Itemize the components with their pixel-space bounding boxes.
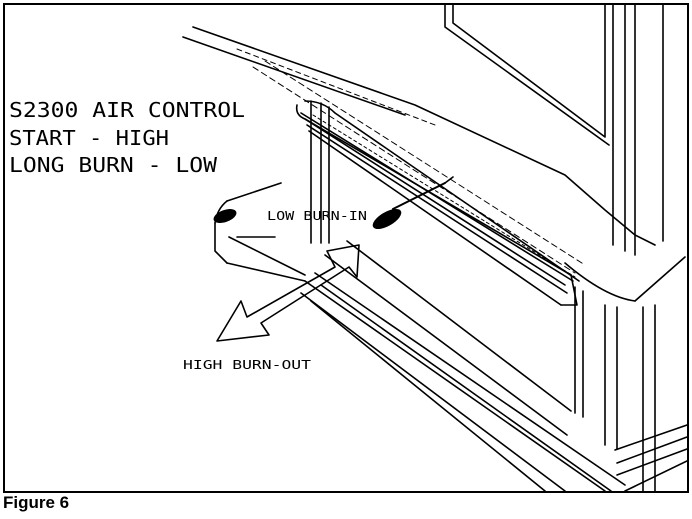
figure-caption: Figure 6 (3, 493, 70, 512)
filled-marks (213, 208, 402, 230)
hearth-corner-knob (213, 209, 237, 223)
stove-right-column (564, 5, 686, 491)
screwdriver (392, 176, 454, 210)
direction-arrow (216, 244, 360, 342)
hearth-ledge (214, 182, 687, 491)
leader-lines (310, 100, 330, 244)
figure-frame: S2300 AIR CONTROL START - HIGH LONG BURN… (3, 3, 689, 493)
front-apron (324, 240, 584, 436)
stove-top-panel (182, 26, 656, 274)
title-line-1: S2300 AIR CONTROL (9, 98, 245, 122)
low-burn-in-label: LOW BURN-IN (267, 209, 367, 223)
air-control-slider-slot (295, 100, 580, 306)
stove-drawing: S2300 AIR CONTROL START - HIGH LONG BURN… (9, 5, 687, 491)
door-window (444, 5, 610, 146)
title-line-2: START - HIGH (9, 126, 169, 150)
screwdriver-handle (372, 208, 402, 230)
high-burn-out-label: HIGH BURN-OUT (183, 358, 311, 372)
title-line-3: LONG BURN - LOW (9, 153, 218, 177)
